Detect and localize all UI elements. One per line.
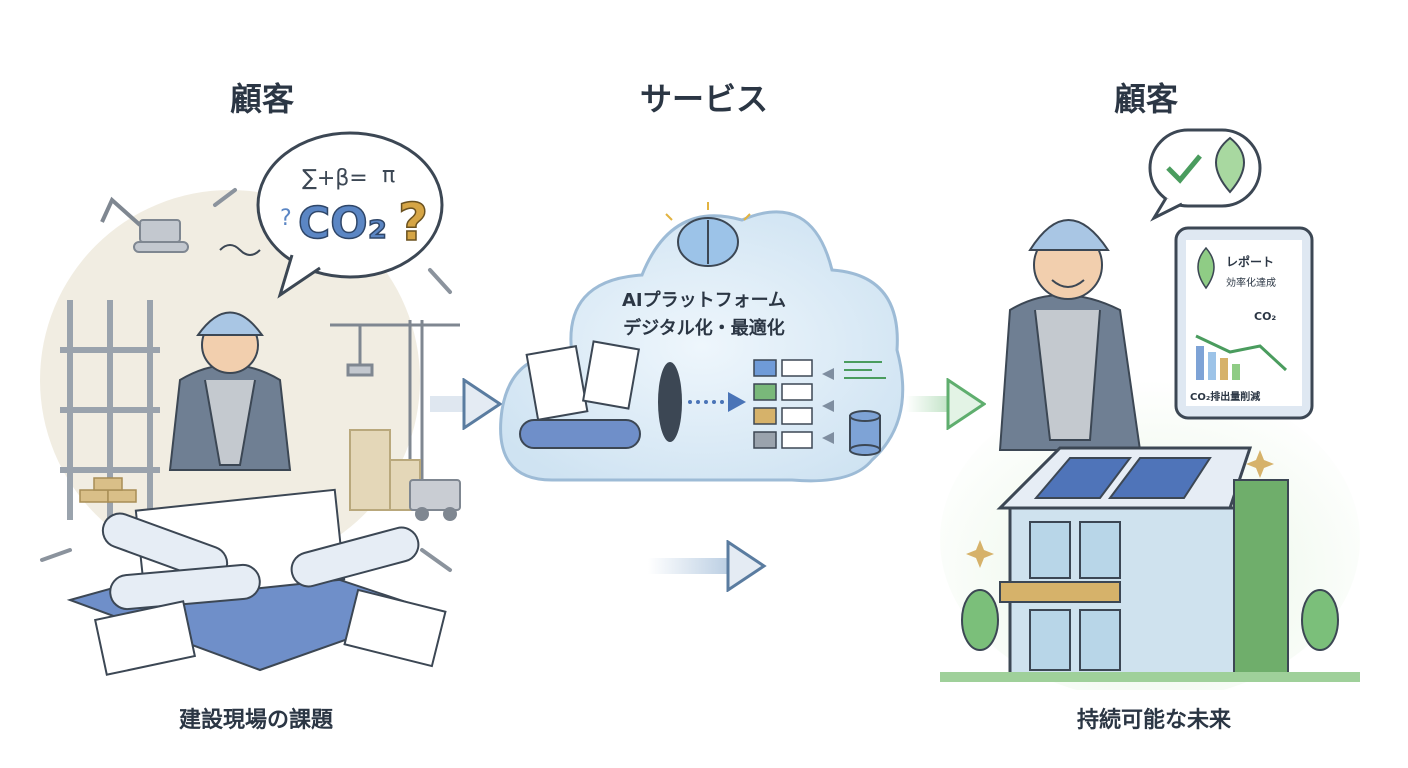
tree-icon (961, 589, 1339, 651)
structured-data-icon (753, 359, 813, 449)
cloud-label-1: AIプラットフォーム (622, 289, 786, 311)
cloud-label-2: デジタル化・最適化 (623, 317, 785, 339)
ai-platform-cloud: AIプラットフォーム デジタル化・最適化 (499, 202, 905, 483)
data-flow-arrow-icon (688, 392, 746, 412)
excavator-icon (100, 196, 189, 253)
documents-icon (525, 340, 641, 421)
hard-hat-icon (1028, 219, 1110, 251)
wrench-icon (40, 188, 452, 572)
leaf-icon (1197, 246, 1215, 290)
green-wall-icon (1233, 479, 1289, 681)
left-caption: 建設現場の課題 (178, 708, 333, 733)
stress-scribble-icon (219, 244, 261, 256)
blueprint-roll-icon (519, 419, 641, 449)
tablet-co2: CO₂ (1254, 310, 1276, 323)
buildings-icon (349, 429, 421, 511)
bricks-icon (79, 477, 137, 503)
check-icon (1166, 154, 1202, 184)
hard-hat-icon (196, 311, 264, 336)
tablet-heading: レポート (1226, 254, 1274, 269)
happy-worker (998, 219, 1142, 451)
arrow-right-green (906, 378, 986, 430)
code-lines-icon (844, 361, 886, 379)
right-caption: 持続可能な未来 (1076, 708, 1231, 733)
funnel-icon (658, 362, 682, 442)
arrow-right-blue-2 (648, 540, 767, 592)
left-title: 顧客 (229, 80, 294, 118)
formula-text: ∑+β= (302, 166, 368, 191)
co2-text: CO₂ (298, 198, 387, 249)
question-mark-small-icon: ? (280, 206, 292, 231)
pi-text: π (382, 163, 395, 188)
truck-icon (409, 479, 461, 521)
tablet-footer: CO₂排出量削減 (1190, 390, 1260, 403)
brain-icon (665, 202, 751, 267)
tablet-subheading: 効率化達成 (1226, 276, 1276, 289)
blueprint-pile (66, 488, 447, 676)
report-tablet: レポート 効率化達成 CO₂ CO₂排出量削減 (1174, 226, 1314, 420)
thought-bubble: ∑+β= π CO₂ ? ? (256, 131, 444, 299)
bar-chart-icon (1195, 334, 1288, 380)
speech-bubble (1148, 128, 1262, 222)
arrow-small-icon (822, 368, 834, 444)
database-icon (849, 410, 881, 456)
stressed-worker (168, 244, 292, 471)
solar-panel-icon (1033, 457, 1212, 499)
arrow-right-blue-1 (430, 378, 502, 430)
right-title: 顧客 (1113, 80, 1178, 118)
construction-problem-illustration: ∑+β= π CO₂ ? ? (40, 131, 461, 676)
sustainable-future-illustration: レポート 効率化達成 CO₂ CO₂排出量削減 (940, 128, 1360, 690)
green-building (940, 446, 1360, 682)
center-title: サービス (639, 80, 768, 118)
question-mark-icon: ? (398, 193, 428, 253)
scaffold-icon (60, 300, 160, 520)
leaf-icon (1215, 136, 1245, 194)
sparkle-icon (966, 450, 1274, 568)
